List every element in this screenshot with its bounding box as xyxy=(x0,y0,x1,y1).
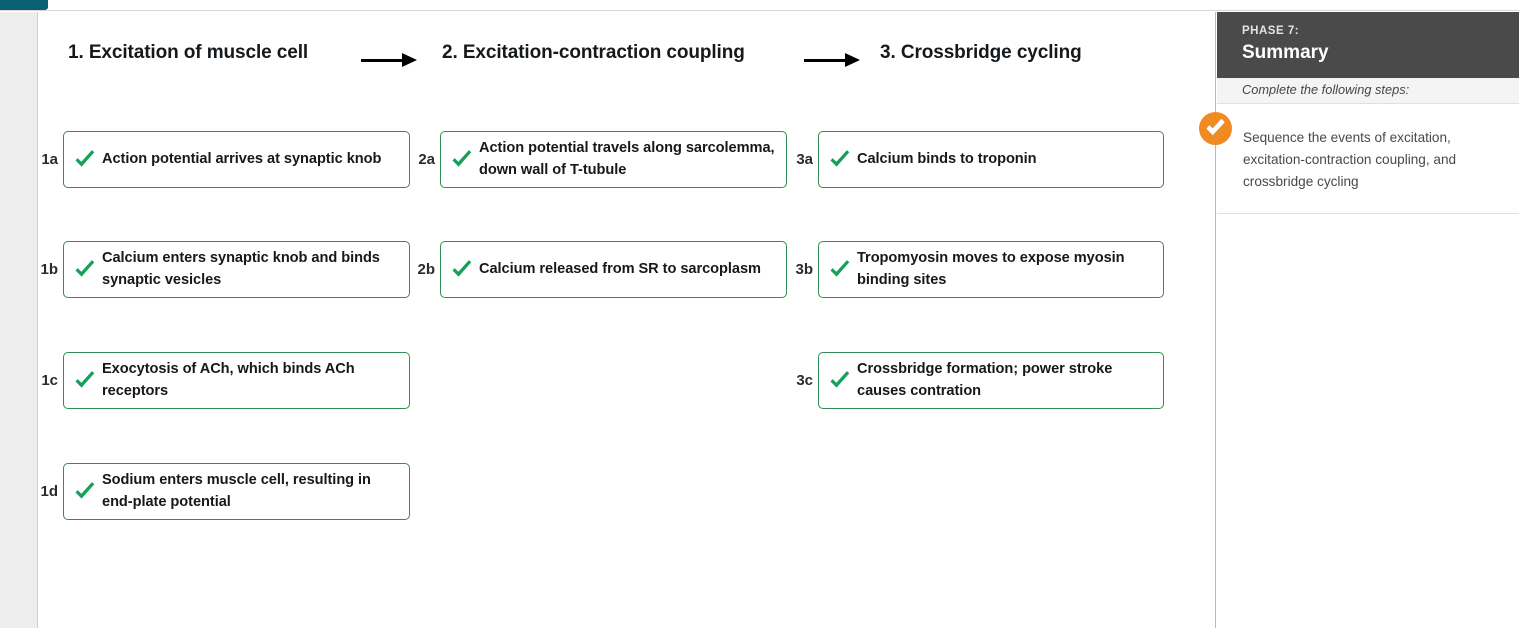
column-heading-2: 2. Excitation-contraction coupling xyxy=(442,42,745,63)
step-label: 1b xyxy=(40,261,58,278)
step-item: 3c Crossbridge formation; power stroke c… xyxy=(794,352,1194,409)
panel-title: Summary xyxy=(1242,42,1329,64)
step-label: 1d xyxy=(40,483,58,500)
panel-header: PHASE 7: Summary xyxy=(1217,12,1519,78)
check-icon xyxy=(75,259,95,277)
step-item: 1a Action potential arrives at synaptic … xyxy=(39,131,439,188)
check-icon xyxy=(75,481,95,499)
step-box-3c[interactable]: Crossbridge formation; power stroke caus… xyxy=(818,352,1164,409)
step-box-1c[interactable]: Exocytosis of ACh, which binds ACh recep… xyxy=(63,352,410,409)
step-text: Calcium binds to troponin xyxy=(857,150,1037,167)
panel-task-item[interactable]: Sequence the events of excitation, excit… xyxy=(1217,105,1519,215)
panel-instruction-bar: Complete the following steps: xyxy=(1217,78,1519,104)
step-label: 3b xyxy=(795,261,813,278)
step-label: 2a xyxy=(418,151,435,168)
step-label: 3a xyxy=(796,151,813,168)
step-label: 1c xyxy=(41,372,58,389)
step-text: Calcium enters synaptic knob and binds s… xyxy=(102,250,380,288)
step-item: 2a Action potential travels along sarcol… xyxy=(416,131,816,188)
check-icon xyxy=(830,149,850,167)
check-circle-icon xyxy=(1199,112,1232,145)
step-text: Calcium released from SR to sarcoplasm xyxy=(479,260,761,277)
panel-instruction-text: Complete the following steps: xyxy=(1242,82,1410,98)
browser-tab-stub xyxy=(0,0,48,10)
panel-task-text: Sequence the events of excitation, excit… xyxy=(1243,130,1457,190)
step-box-2b[interactable]: Calcium released from SR to sarcoplasm xyxy=(440,241,787,298)
step-box-1d[interactable]: Sodium enters muscle cell, resulting in … xyxy=(63,463,410,520)
phase-summary-panel: PHASE 7: Summary Complete the following … xyxy=(1215,12,1519,628)
step-box-1b[interactable]: Calcium enters synaptic knob and binds s… xyxy=(63,241,410,298)
step-text: Tropomyosin moves to expose myosin bindi… xyxy=(857,250,1125,288)
check-icon xyxy=(830,370,850,388)
check-icon xyxy=(452,259,472,277)
step-box-2a[interactable]: Action potential travels along sarcolemm… xyxy=(440,131,787,188)
step-item: 1c Exocytosis of ACh, which binds ACh re… xyxy=(39,352,439,409)
step-box-3a[interactable]: Calcium binds to troponin xyxy=(818,131,1164,188)
step-label: 2b xyxy=(417,261,435,278)
step-text: Action potential arrives at synaptic kno… xyxy=(102,150,382,167)
step-label: 3c xyxy=(796,372,813,389)
panel-phase-eyebrow: PHASE 7: xyxy=(1242,25,1300,37)
step-box-3b[interactable]: Tropomyosin moves to expose myosin bindi… xyxy=(818,241,1164,298)
check-icon xyxy=(75,370,95,388)
exercise-canvas: 1. Excitation of muscle cell 2. Excitati… xyxy=(39,12,1215,628)
step-column-3: 3a Calcium binds to troponin 3b xyxy=(794,102,1194,622)
step-box-1a[interactable]: Action potential arrives at synaptic kno… xyxy=(63,131,410,188)
check-icon xyxy=(452,149,472,167)
step-text: Exocytosis of ACh, which binds ACh recep… xyxy=(102,361,355,399)
right-arrow-icon xyxy=(361,53,417,69)
step-text: Sodium enters muscle cell, resulting in … xyxy=(102,472,371,510)
step-column-2: 2a Action potential travels along sarcol… xyxy=(416,102,816,622)
step-label: 1a xyxy=(41,151,58,168)
step-text: Crossbridge formation; power stroke caus… xyxy=(857,361,1113,399)
check-icon xyxy=(75,149,95,167)
step-item: 2b Calcium released from SR to sarcoplas… xyxy=(416,241,816,298)
step-text: Action potential travels along sarcolemm… xyxy=(479,140,775,178)
step-item: 1d Sodium enters muscle cell, resulting … xyxy=(39,463,439,520)
top-divider xyxy=(0,10,1519,11)
step-column-1: 1a Action potential arrives at synaptic … xyxy=(39,102,439,622)
right-arrow-icon xyxy=(804,53,860,69)
column-heading-3: 3. Crossbridge cycling xyxy=(880,42,1082,63)
column-heading-1: 1. Excitation of muscle cell xyxy=(68,42,309,63)
left-rail xyxy=(0,12,38,628)
step-item: 1b Calcium enters synaptic knob and bind… xyxy=(39,241,439,298)
step-item: 3a Calcium binds to troponin xyxy=(794,131,1194,188)
check-icon xyxy=(830,259,850,277)
step-grid: 1a Action potential arrives at synaptic … xyxy=(39,102,1215,622)
step-item: 3b Tropomyosin moves to expose myosin bi… xyxy=(794,241,1194,298)
column-headings: 1. Excitation of muscle cell 2. Excitati… xyxy=(39,12,1215,102)
